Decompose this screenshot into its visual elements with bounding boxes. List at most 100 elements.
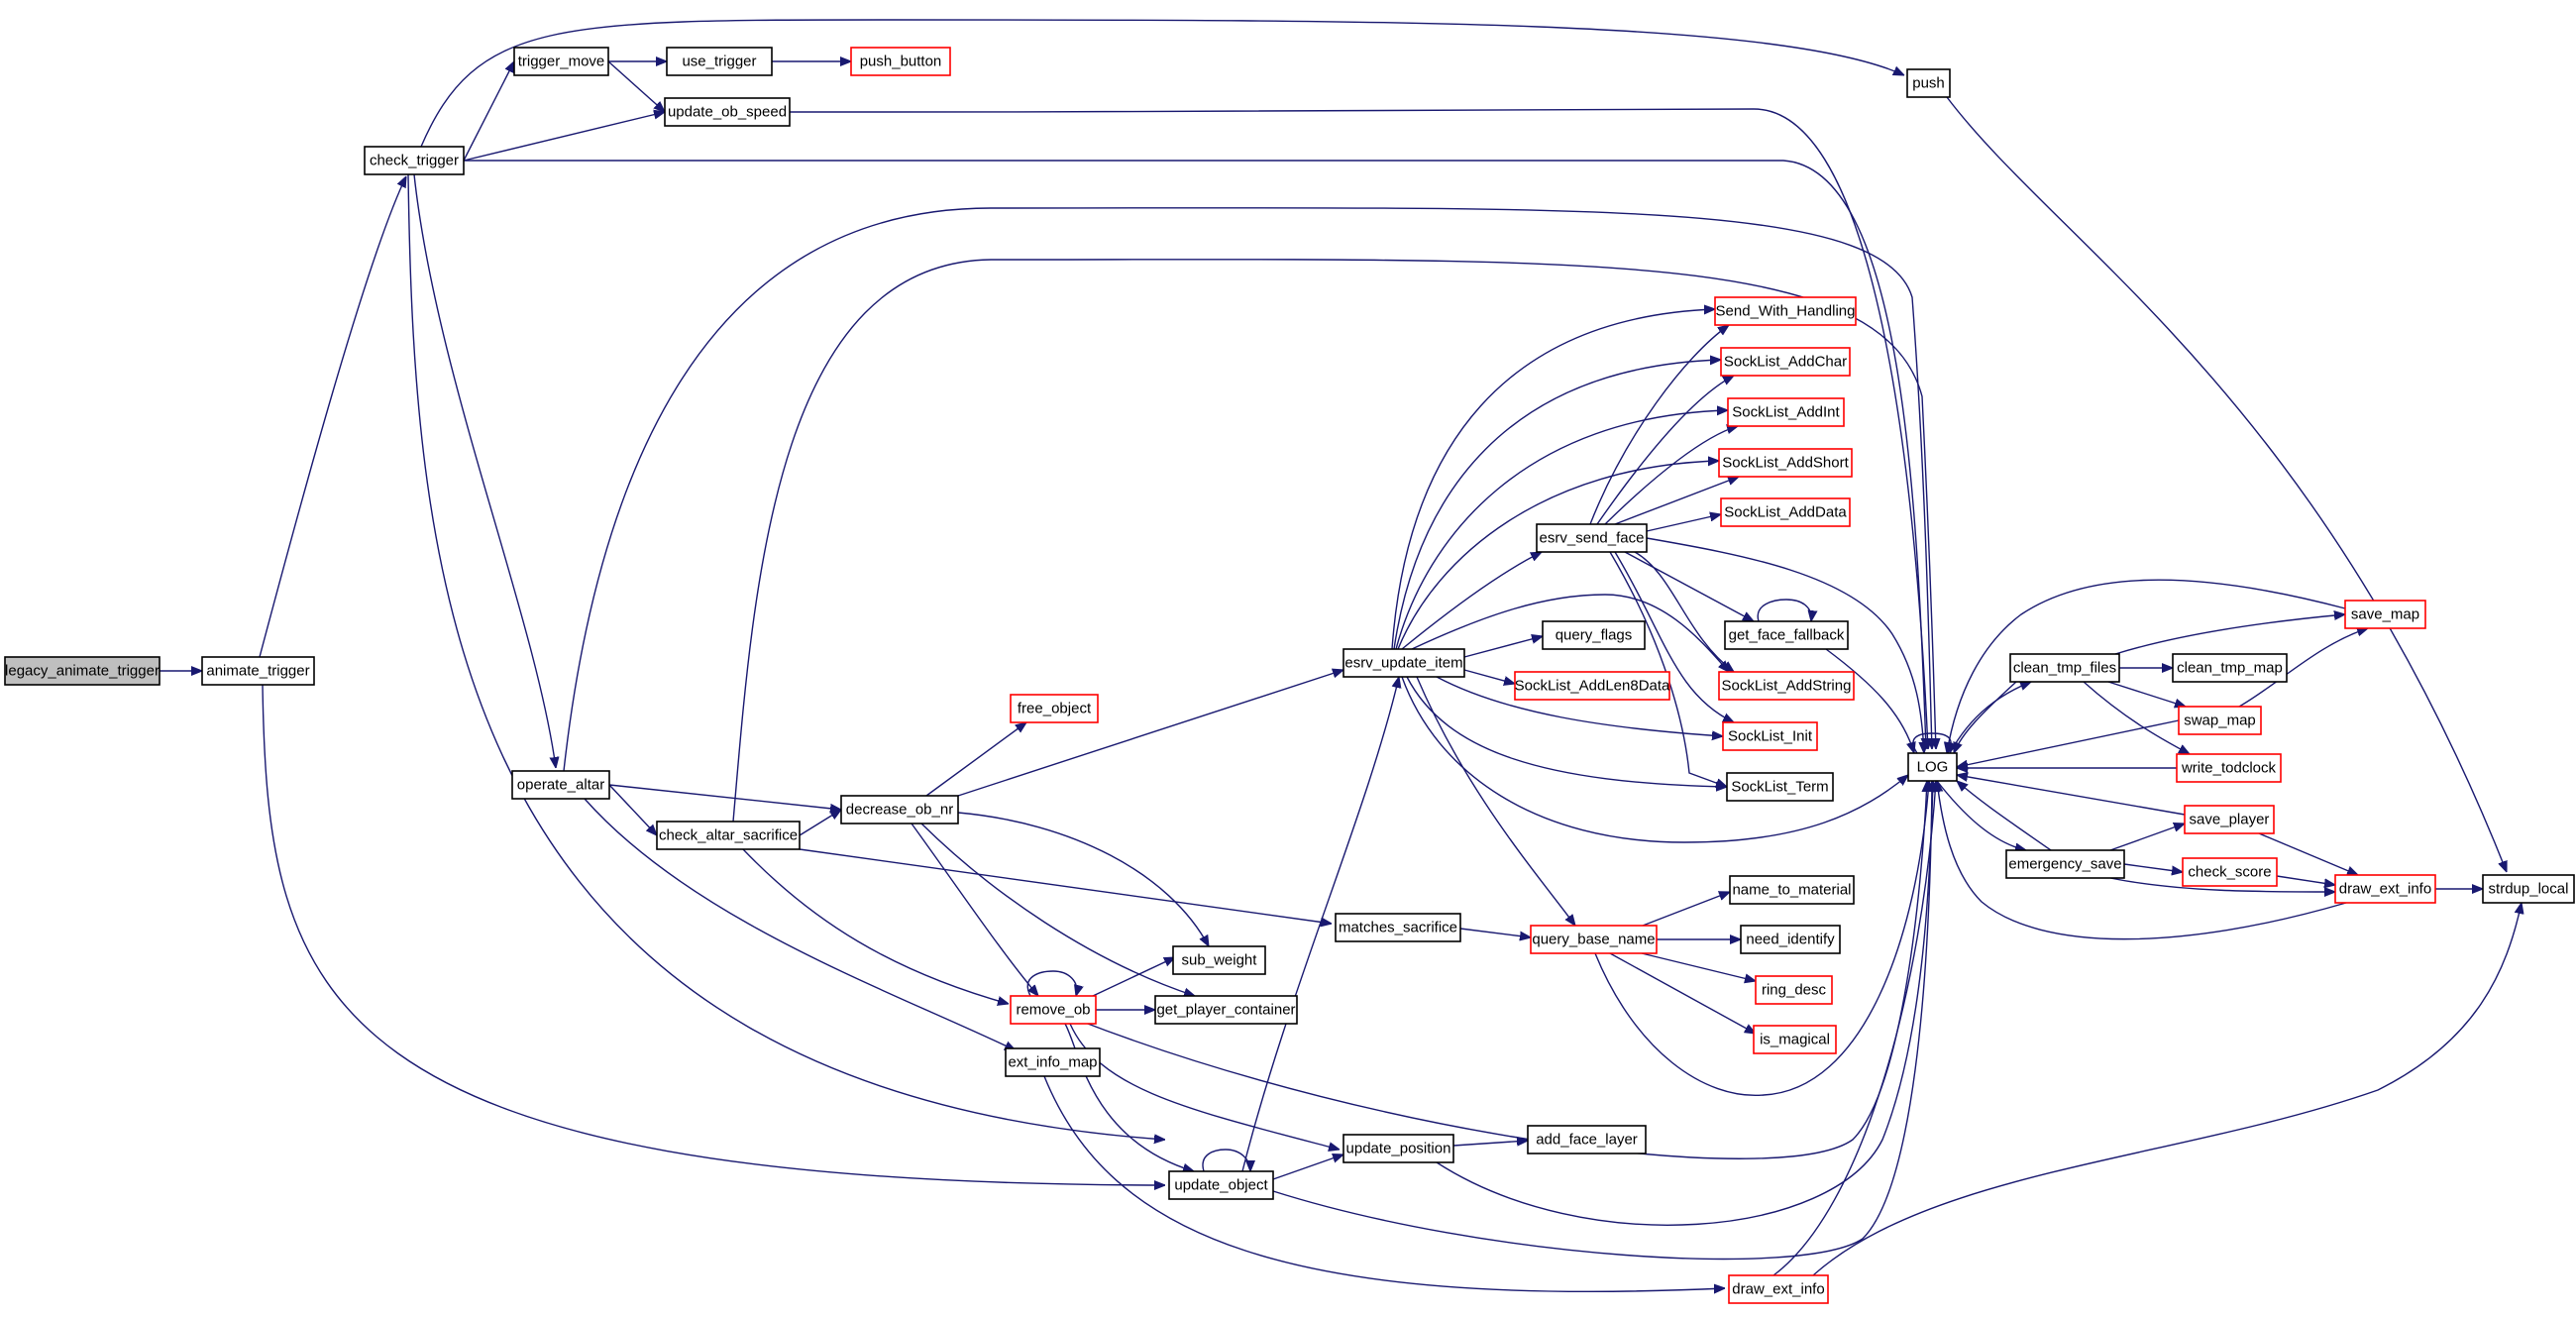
node-box <box>840 795 959 824</box>
node-free-object[interactable]: free_object <box>1010 694 1099 723</box>
node-legacy-animate-trigger[interactable]: legacy_animate_trigger <box>4 656 161 686</box>
node-name-to-material[interactable]: name_to_material <box>1729 875 1855 905</box>
edge-esrv_send_face-to-SockList_AddData <box>1646 514 1721 532</box>
node-ext-info-map[interactable]: ext_info_map <box>1005 1047 1101 1077</box>
node-box <box>1729 875 1855 905</box>
node-box <box>1718 671 1855 701</box>
node-esrv-send-face[interactable]: esrv_send_face <box>1536 523 1648 553</box>
edge-emergency_save-to-LOG <box>1957 781 2052 851</box>
node-label: SockList_AddString <box>1722 678 1852 695</box>
node-swap-map[interactable]: swap_map <box>2178 706 2262 735</box>
edge-check_trigger-to-update_ob_speed <box>463 112 665 162</box>
node-label: trigger_move <box>518 54 605 70</box>
node-socklist-init[interactable]: SockList_Init <box>1722 721 1818 751</box>
node-save-map[interactable]: save_map <box>2344 600 2426 629</box>
node-update-position[interactable]: update_position <box>1342 1134 1454 1163</box>
node-box <box>2005 849 2125 879</box>
edge-esrv_update_item-to-query_base_name <box>1416 676 1575 926</box>
node-decrease-ob-nr[interactable]: decrease_ob_nr <box>840 795 959 824</box>
node-write-todclock[interactable]: write_todclock <box>2176 753 2282 783</box>
node-socklist-adddata[interactable]: SockList_AddData <box>1720 497 1851 527</box>
node-get-player-container[interactable]: get_player_container <box>1154 995 1298 1025</box>
node-use-trigger[interactable]: use_trigger <box>666 47 773 76</box>
edge-save_map-to-LOG <box>1947 579 2346 753</box>
edge-update_object-to-LOG <box>1272 781 1932 1261</box>
node-clean-tmp-files[interactable]: clean_tmp_files <box>2009 653 2120 683</box>
node-box <box>1530 925 1658 954</box>
node-box <box>1727 397 1845 427</box>
node-label: clean_tmp_files <box>2013 660 2116 677</box>
node-box <box>1010 694 1099 723</box>
node-label: save_map <box>2351 606 2419 623</box>
node-operate-altar[interactable]: operate_altar <box>511 770 610 800</box>
node-log[interactable]: LOG <box>1907 752 1958 782</box>
node-sub-weight[interactable]: sub_weight <box>1172 945 1266 975</box>
node-label: check_trigger <box>370 153 459 169</box>
edge-emergency_save-to-draw_ext_info_r <box>2109 877 2335 892</box>
node-label: LOG <box>1917 759 1949 776</box>
node-update-object[interactable]: update_object <box>1168 1170 1274 1200</box>
node-box <box>2182 857 2278 887</box>
edge-esrv_send_face-to-SockList_Term <box>1609 551 1727 787</box>
node-socklist-addlen8data[interactable]: SockList_AddLen8Data <box>1514 671 1670 701</box>
node-update-ob-speed[interactable]: update_ob_speed <box>664 97 791 127</box>
node-push-button[interactable]: push_button <box>850 47 951 76</box>
node-check-altar-sacrifice[interactable]: check_altar_sacrifice <box>656 821 801 850</box>
node-label: remove_ob <box>1016 1002 1090 1019</box>
node-socklist-addint[interactable]: SockList_AddInt <box>1727 397 1845 427</box>
edge-save_player-to-draw_ext_info_r <box>2258 832 2358 876</box>
node-box <box>4 656 161 686</box>
node-box <box>1906 68 1951 98</box>
node-label: matches_sacrifice <box>1339 920 1457 936</box>
node-label: need_identify <box>1746 932 1835 948</box>
node-add-face-layer[interactable]: add_face_layer <box>1527 1125 1647 1154</box>
node-ring-desc[interactable]: ring_desc <box>1755 975 1833 1005</box>
node-socklist-addshort[interactable]: SockList_AddShort <box>1718 448 1853 478</box>
node-esrv-update-item[interactable]: esrv_update_item <box>1342 648 1465 678</box>
node-strdup-local[interactable]: strdup_local <box>2482 874 2575 904</box>
node-box <box>664 97 791 127</box>
node-query-flags[interactable]: query_flags <box>1542 620 1646 650</box>
node-query-base-name[interactable]: query_base_name <box>1530 925 1658 954</box>
node-get-face-fallback[interactable]: get_face_fallback <box>1724 620 1849 650</box>
node-label: ext_info_map <box>1008 1054 1097 1071</box>
edge-check_trigger-to-trigger_move <box>463 61 514 162</box>
node-draw-ext-info-b[interactable]: draw_ext_info <box>1728 1274 1829 1304</box>
edge-clean_tmp_files-to-write_todclock <box>2083 681 2190 754</box>
edge-esrv_send_face-to-SockList_AddShort <box>1614 477 1739 525</box>
node-label: push_button <box>860 54 942 70</box>
node-matches-sacrifice[interactable]: matches_sacrifice <box>1335 913 1461 942</box>
node-box <box>1722 721 1818 751</box>
node-trigger-move[interactable]: trigger_move <box>513 47 609 76</box>
node-clean-tmp-map[interactable]: clean_tmp_map <box>2172 653 2288 683</box>
node-check-score[interactable]: check_score <box>2182 857 2278 887</box>
node-send-with-handling[interactable]: Send_With_Handling <box>1714 296 1857 326</box>
node-push[interactable]: push <box>1906 68 1951 98</box>
node-label: push <box>1912 75 1945 92</box>
node-remove-ob[interactable]: remove_ob <box>1010 995 1097 1025</box>
node-box <box>2482 874 2575 904</box>
edge-esrv_update_item-to-SockList_AddInt <box>1395 410 1728 650</box>
node-is-magical[interactable]: is_magical <box>1753 1025 1837 1054</box>
node-need-identify[interactable]: need_identify <box>1740 925 1841 954</box>
node-box <box>2184 805 2275 834</box>
node-save-player[interactable]: save_player <box>2184 805 2275 834</box>
node-emergency-save[interactable]: emergency_save <box>2005 849 2125 879</box>
node-check-trigger[interactable]: check_trigger <box>364 146 465 175</box>
node-label: SockList_AddShort <box>1722 455 1849 472</box>
node-label: update_position <box>1346 1141 1451 1157</box>
node-draw-ext-info-r[interactable]: draw_ext_info <box>2334 874 2436 904</box>
node-label: SockList_AddInt <box>1732 404 1840 421</box>
edge-esrv_update_item-to-Send_With_Handling <box>1391 309 1715 650</box>
node-socklist-addstring[interactable]: SockList_AddString <box>1718 671 1855 701</box>
node-label: sub_weight <box>1182 952 1258 969</box>
edge-clean_tmp_files-to-LOG <box>1953 681 2017 753</box>
node-socklist-addchar[interactable]: SockList_AddChar <box>1720 347 1851 377</box>
node-label: strdup_local <box>2489 881 2569 898</box>
node-socklist-term[interactable]: SockList_Term <box>1726 772 1834 802</box>
node-animate-trigger[interactable]: animate_trigger <box>201 656 315 686</box>
edge-check_trigger-to-push <box>420 19 1904 148</box>
edge-check_altar_sacrifice-to-LOG <box>732 259 1936 823</box>
edge-LOG-to-clean_tmp_files <box>1949 681 2031 754</box>
